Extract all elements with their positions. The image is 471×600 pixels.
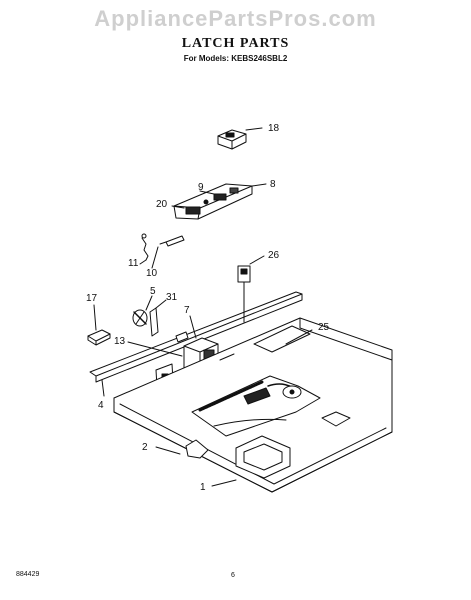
- callout-13: 13: [114, 336, 126, 347]
- part-31-strip: [149, 307, 159, 337]
- part-25-cover: [253, 325, 311, 353]
- part-8-plate: [173, 183, 253, 220]
- callout-25: 25: [318, 322, 330, 333]
- part-17-pad: [87, 329, 111, 346]
- page-title: LATCH PARTS: [181, 36, 290, 51]
- page-number: 6: [231, 572, 235, 579]
- callout-20: 20: [156, 199, 168, 210]
- callout-2: 2: [142, 442, 148, 453]
- callout-4: 4: [98, 400, 104, 411]
- callout-10: 10: [146, 268, 158, 279]
- callout-5: 5: [150, 286, 156, 297]
- latch-mechanism: [191, 375, 321, 437]
- callout-8: 8: [270, 179, 276, 190]
- callout-17: 17: [86, 293, 98, 304]
- part-18: [217, 129, 247, 150]
- callout-31: 31: [166, 292, 178, 303]
- part-26-bracket: [237, 265, 251, 283]
- diagram-code: 884429: [16, 571, 40, 578]
- model-subtitle: For Models: KEBS246SBL2: [183, 54, 288, 63]
- watermark: AppliancePartsPros.com: [94, 6, 377, 31]
- callout-9: 9: [198, 182, 204, 193]
- callout-26: 26: [268, 250, 280, 261]
- part-11-spring: [141, 233, 149, 261]
- callout-7: 7: [184, 305, 190, 316]
- part-10-pin: [159, 235, 185, 247]
- callout-18: 18: [268, 123, 280, 134]
- callout-1: 1: [200, 482, 206, 493]
- callout-11: 11: [128, 258, 139, 269]
- part-5-bumper: [132, 309, 148, 327]
